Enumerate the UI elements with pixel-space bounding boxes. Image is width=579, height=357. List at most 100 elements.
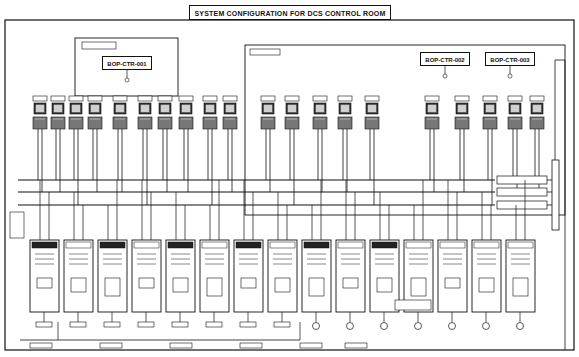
cabinet-drop	[253, 192, 254, 240]
monitor-screen	[264, 105, 273, 113]
cabinet-drop	[321, 180, 322, 240]
network-drop	[147, 129, 148, 205]
network-drop	[163, 129, 164, 180]
field-cable	[146, 312, 147, 322]
monitor-symbol	[139, 103, 151, 114]
keyboard-line	[510, 119, 520, 120]
network-drop	[228, 129, 229, 180]
cabinet-text-line	[477, 254, 496, 255]
cabinet-header	[32, 242, 57, 248]
cabinet-text-line	[35, 254, 54, 255]
network-drop	[118, 129, 119, 180]
cabinet-drop	[244, 180, 245, 231]
network-drop	[208, 129, 209, 180]
network-drop	[93, 129, 94, 180]
operator-workstation	[425, 96, 439, 192]
network-drop	[167, 129, 168, 192]
network-drop	[143, 129, 144, 180]
uplink	[555, 60, 556, 160]
cable-tag	[70, 322, 86, 327]
monitor-screen	[72, 105, 81, 113]
workstation-tag	[425, 96, 439, 101]
keyboard-line	[225, 119, 235, 120]
cable-tag	[138, 322, 154, 327]
field-device	[415, 323, 422, 330]
cabinet-drop	[516, 231, 517, 240]
monitor-symbol	[34, 103, 46, 114]
cabinet-text-line	[273, 254, 292, 255]
monitor-symbol	[70, 103, 82, 114]
controller-box: BOP-CTR-001	[102, 56, 152, 70]
io-module	[479, 278, 494, 292]
cabinet-text-line	[69, 254, 88, 255]
cabinet-drop	[389, 205, 390, 240]
field-cable	[58, 322, 59, 340]
cabinet-drop	[414, 231, 415, 240]
bus-link	[547, 192, 552, 193]
monitor-screen	[486, 105, 495, 113]
workstation-tag	[483, 96, 497, 101]
keyboard-line	[90, 119, 100, 120]
bus-link	[547, 205, 552, 206]
desk-symbol	[203, 117, 217, 129]
io-module	[207, 278, 222, 296]
keyboard-line	[263, 119, 273, 120]
workstation-tag	[113, 96, 127, 101]
controller-link	[127, 70, 128, 78]
network-drop	[232, 129, 233, 192]
cabinet-outline	[438, 240, 467, 312]
drawing-frame	[5, 20, 574, 350]
region-tag	[250, 49, 280, 55]
connection-point	[508, 74, 512, 78]
cabinet-text-line	[341, 254, 360, 255]
cabinet-text-line	[307, 259, 326, 260]
monitor-symbol	[180, 103, 192, 114]
desk-symbol	[508, 117, 522, 129]
operator-workstation	[113, 96, 127, 192]
cabinet-drop	[108, 231, 109, 240]
network-drop	[434, 129, 435, 192]
cabinet-header	[66, 242, 91, 248]
keyboard-line	[160, 119, 170, 120]
network-bus	[18, 179, 495, 180]
cabinet-text-line	[205, 264, 224, 265]
cabinet-outline	[98, 240, 127, 312]
workstation-tag	[138, 96, 152, 101]
control-cabinet	[268, 192, 297, 327]
connection-point	[125, 78, 129, 82]
monitor-screen	[91, 105, 100, 113]
monitor-screen	[316, 105, 325, 113]
network-drop	[290, 129, 291, 180]
io-module	[445, 278, 460, 288]
io-module	[411, 278, 426, 296]
cabinet-outline	[370, 240, 399, 312]
cabinet-text-line	[409, 264, 428, 265]
field-cable	[112, 312, 113, 322]
monitor-symbol	[314, 103, 326, 114]
cabinet-drop	[380, 192, 381, 231]
workstation-tag	[223, 96, 237, 101]
cabinet-text-line	[409, 259, 428, 260]
cabinet-outline	[472, 240, 501, 312]
io-module	[513, 278, 528, 296]
operator-workstation	[158, 96, 172, 192]
cabinet-text-line	[443, 254, 462, 255]
keyboard-line	[53, 119, 63, 120]
cable-tag	[30, 343, 52, 348]
uplink	[565, 60, 566, 350]
control-cabinet	[506, 180, 535, 330]
control-cabinet	[438, 180, 467, 330]
cable-tag	[300, 343, 322, 348]
keyboard-line	[287, 119, 297, 120]
desk-symbol	[483, 117, 497, 129]
cabinet-drop	[346, 231, 347, 240]
desk-symbol	[51, 117, 65, 129]
network-drop	[464, 129, 465, 192]
title-box: SYSTEM CONFIGURATION FOR DCS CONTROL ROO…	[189, 5, 391, 20]
cabinet-text-line	[375, 254, 394, 255]
cabinet-drop	[219, 180, 220, 240]
cabinet-drop	[210, 205, 211, 231]
cabinet-text-line	[511, 264, 530, 265]
cabinet-drop	[312, 205, 313, 231]
cabinet-text-line	[35, 264, 54, 265]
